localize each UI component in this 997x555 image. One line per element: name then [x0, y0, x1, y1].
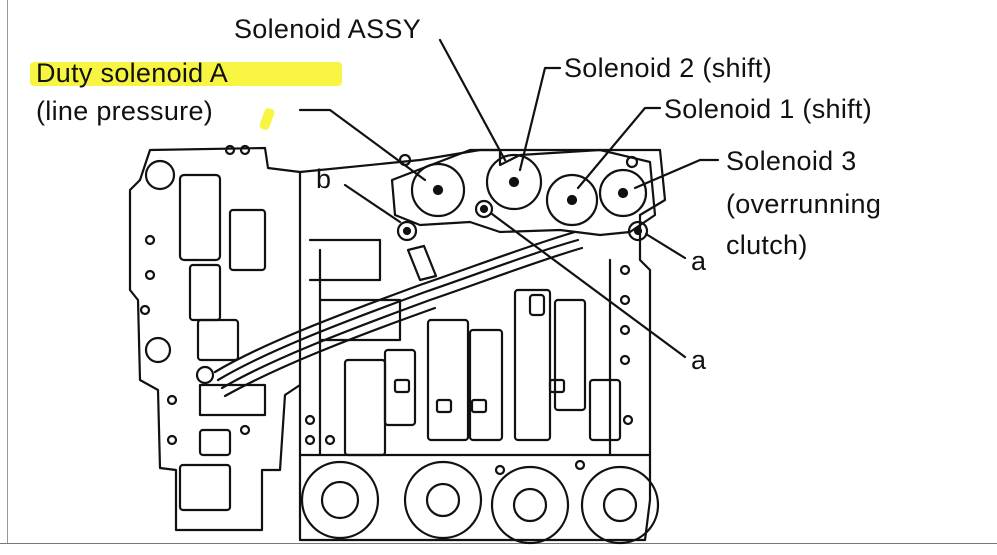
label-solenoid-assy: Solenoid ASSY — [234, 14, 422, 44]
highlight-mark — [30, 62, 342, 86]
main-plate-outline — [298, 148, 667, 542]
label-b: b — [316, 164, 332, 194]
label-overrunning: (overrunning — [726, 189, 882, 219]
page-border-left — [7, 0, 8, 543]
label-solenoid-1: Solenoid 1 (shift) — [664, 94, 873, 124]
accumulator-1 — [300, 460, 380, 540]
accumulator-4 — [580, 465, 660, 545]
label-clutch: clutch) — [726, 230, 808, 260]
leader-solenoid-2 — [518, 66, 562, 172]
label-a-upper: a — [691, 246, 707, 276]
wire-harness — [213, 230, 577, 374]
accumulator-3 — [490, 465, 570, 545]
leader-solenoid-1 — [576, 106, 662, 190]
solenoid-assy-housing — [390, 148, 657, 237]
leader-b — [343, 183, 402, 224]
harness-clip — [195, 365, 215, 385]
label-solenoid-3: Solenoid 3 — [726, 146, 857, 176]
leader-solenoid-3 — [633, 158, 720, 190]
leader-a-upper — [644, 232, 687, 260]
leader-a-lower — [490, 212, 687, 359]
leader-solenoid-assy — [438, 38, 507, 162]
bolt-a-lower — [474, 199, 494, 219]
label-a-lower: a — [691, 345, 707, 375]
duty-solenoid-a — [410, 162, 466, 218]
bolt-b — [396, 220, 418, 242]
accumulator-2 — [403, 460, 483, 540]
solenoid-1 — [545, 173, 599, 227]
label-duty-solenoid-a: Duty solenoid A — [36, 58, 229, 88]
solenoid-2 — [485, 153, 543, 211]
page-border-bottom — [0, 543, 997, 544]
label-solenoid-2: Solenoid 2 (shift) — [564, 53, 773, 83]
solenoid-3 — [598, 168, 648, 218]
bolt-a-upper — [627, 220, 649, 242]
leader-duty-solenoid-a — [298, 108, 427, 182]
label-line-pressure: (line pressure) — [36, 96, 214, 126]
